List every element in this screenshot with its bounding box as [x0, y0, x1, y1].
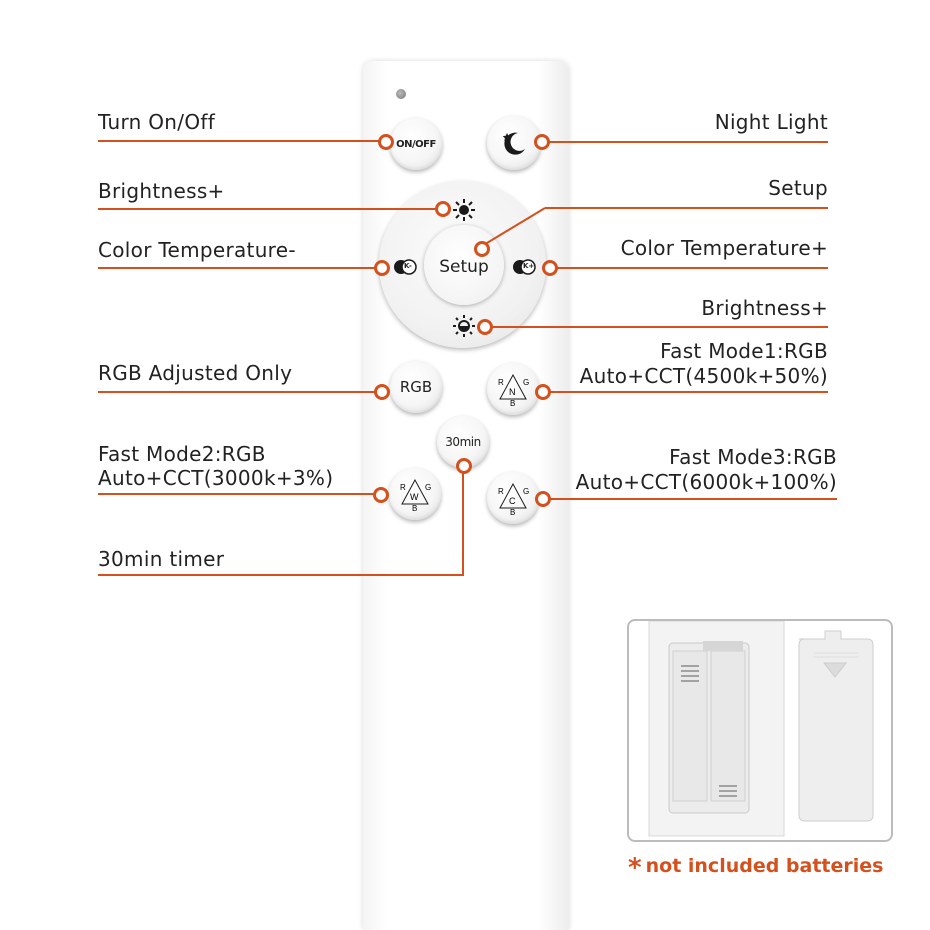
- svg-text:R: R: [400, 483, 406, 492]
- rgb-button[interactable]: RGB: [390, 361, 442, 413]
- label-color-temp-minus: Color Temperature-: [98, 238, 296, 262]
- callout-line-brightness-right: [491, 326, 828, 328]
- callout-line-timer-h: [98, 574, 464, 576]
- callout-dot-night-light: [534, 134, 550, 150]
- callout-dot-setup: [474, 241, 490, 257]
- callout-line-mode1: [549, 391, 828, 393]
- rgb-button-label: RGB: [399, 378, 433, 396]
- fast-mode1-button[interactable]: R G B N: [487, 363, 539, 415]
- callout-dot-ct-minus: [374, 260, 390, 276]
- label-timer: 30min timer: [98, 547, 225, 571]
- callout-line-setup-h: [545, 207, 828, 209]
- callout-dot-timer: [456, 458, 472, 474]
- callout-line-setup-diag: [481, 207, 546, 247]
- setup-button[interactable]: Setup: [424, 225, 504, 305]
- asterisk-icon: *: [628, 853, 642, 883]
- brightness-down-icon[interactable]: [452, 314, 476, 338]
- svg-text:N: N: [509, 387, 516, 397]
- svg-text:B: B: [510, 508, 515, 516]
- svg-text:W: W: [410, 492, 419, 502]
- label-setup: Setup: [768, 176, 828, 200]
- label-rgb-adjusted: RGB Adjusted Only: [98, 361, 293, 385]
- callout-line-mode2: [98, 493, 376, 495]
- label-night-light: Night Light: [714, 110, 828, 134]
- half-circle-icon: [513, 259, 536, 275]
- callout-line-timer-v: [462, 466, 464, 576]
- label-fast-mode3-line1: Fast Mode3:RGB: [669, 445, 837, 469]
- moon-star-icon: [502, 132, 525, 155]
- on-off-button-label: ON/OFF: [396, 138, 436, 150]
- batteries-note: *not included batteries: [628, 849, 884, 883]
- on-off-button[interactable]: ON/OFF: [390, 118, 442, 170]
- label-fast-mode1-line2: Auto+CCT(4500k+50%): [579, 364, 828, 388]
- color-temp-down-icon[interactable]: [392, 258, 418, 276]
- k-minus-label: K-: [404, 262, 412, 270]
- callout-dot-brightness-up: [435, 201, 451, 217]
- label-turn-on-off: Turn On/Off: [98, 110, 216, 134]
- callout-line-ct-minus: [98, 267, 378, 269]
- callout-line-night-light: [545, 141, 828, 143]
- callout-dot-ct-plus: [542, 260, 558, 276]
- battery-compartment-illustration: [648, 621, 874, 837]
- callout-line-on-off: [98, 140, 384, 142]
- callout-line-mode3: [549, 498, 837, 500]
- indicator-led: [396, 89, 406, 99]
- label-brightness-plus-left: Brightness+: [98, 179, 225, 203]
- fast-mode2-button[interactable]: R G B W: [389, 468, 441, 520]
- label-brightness-plus-right: Brightness+: [701, 296, 828, 320]
- svg-text:G: G: [523, 487, 529, 496]
- svg-text:G: G: [523, 378, 529, 387]
- callout-dot-brightness-down: [477, 319, 493, 335]
- callout-dot-mode2: [373, 487, 389, 503]
- timer-button-label: 30min: [445, 435, 481, 449]
- callout-dot-on-off: [378, 134, 394, 150]
- callout-line-brightness-left: [98, 208, 437, 210]
- callout-line-rgb: [98, 391, 376, 393]
- half-circle-icon: [394, 259, 417, 275]
- callout-dot-mode3: [535, 491, 551, 507]
- brightness-up-icon[interactable]: [452, 198, 476, 222]
- batteries-note-text: not included batteries: [645, 855, 884, 877]
- night-light-button[interactable]: [487, 116, 541, 170]
- svg-text:B: B: [510, 399, 515, 407]
- k-plus-label: K+: [523, 262, 535, 270]
- svg-text:R: R: [498, 378, 504, 387]
- svg-text:C: C: [509, 496, 516, 506]
- rgb-triangle-n-icon: R G B N: [498, 373, 529, 407]
- rgb-triangle-w-icon: R G B W: [400, 478, 431, 512]
- label-fast-mode1-line1: Fast Mode1:RGB: [660, 339, 828, 363]
- svg-text:R: R: [498, 487, 504, 496]
- callout-line-ct-plus: [554, 267, 828, 269]
- label-fast-mode3-line2: Auto+CCT(6000k+100%): [575, 470, 837, 494]
- label-fast-mode2-line1: Fast Mode2:RGB: [98, 442, 266, 466]
- color-temp-up-icon[interactable]: [511, 258, 537, 276]
- callout-dot-mode1: [535, 384, 551, 400]
- label-color-temp-plus: Color Temperature+: [620, 236, 828, 260]
- setup-button-label: Setup: [439, 257, 489, 277]
- svg-text:G: G: [425, 483, 431, 492]
- battery-inset-panel: [627, 619, 893, 842]
- svg-text:B: B: [412, 504, 417, 512]
- callout-dot-rgb: [374, 384, 390, 400]
- rgb-triangle-c-icon: R G B C: [498, 482, 529, 516]
- label-fast-mode2-line2: Auto+CCT(3000k+3%): [98, 466, 334, 490]
- fast-mode3-button[interactable]: R G B C: [487, 472, 539, 524]
